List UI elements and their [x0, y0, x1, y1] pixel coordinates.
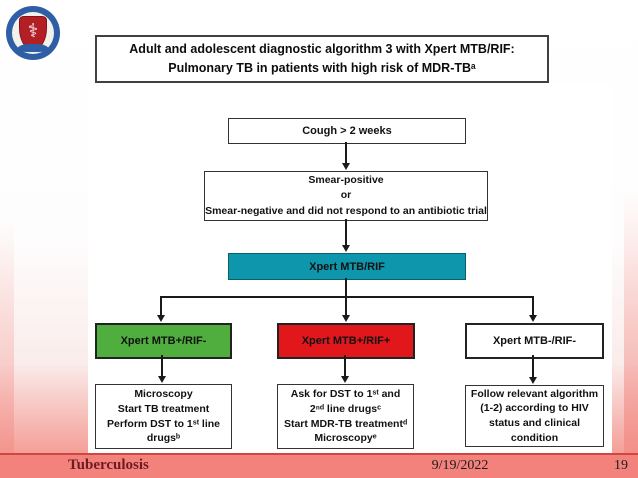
arrow-to-branch-mid: [341, 296, 350, 322]
arrow-cough-to-smear: [341, 142, 350, 170]
logo-ribbon: [17, 44, 49, 52]
connector-xpert-down: [345, 278, 347, 297]
footer-page-number: 19: [614, 458, 628, 473]
flow-box-xpert-neg-rif-neg: Xpert MTB-/RIF-: [465, 323, 604, 359]
flow-box-xpert-pos-rif-neg: Xpert MTB+/RIF-: [95, 323, 232, 359]
arrow-to-branch-right: [528, 296, 537, 322]
left-edge-gradient: [0, 0, 14, 478]
university-logo: ⚕: [6, 6, 60, 60]
arrow-to-branch-left: [156, 296, 165, 322]
footer-title: Tuberculosis: [68, 457, 149, 473]
footer-date: 9/19/2022: [431, 458, 489, 473]
slide-title: Adult and adolescent diagnostic algorith…: [95, 35, 549, 83]
arrow-branch-mid-to-outcome: [340, 355, 349, 383]
arrow-smear-to-xpert: [341, 219, 350, 252]
flow-box-xpert-pos-rif-pos: Xpert MTB+/RIF+: [277, 323, 415, 359]
flow-box-xpert-mtb-rif: Xpert MTB/RIF: [228, 253, 466, 280]
flow-box-outcome-follow-algorithm: Follow relevant algorithm(1-2) according…: [465, 385, 604, 447]
flow-box-cough: Cough > 2 weeks: [228, 118, 466, 144]
arrow-branch-left-to-outcome: [157, 355, 166, 383]
footer-bar: Tuberculosis 9/19/2022 19: [0, 453, 638, 478]
right-edge-gradient: [624, 0, 638, 478]
logo-inner-circle: ⚕: [12, 12, 54, 54]
arrow-branch-right-to-outcome: [528, 355, 537, 384]
